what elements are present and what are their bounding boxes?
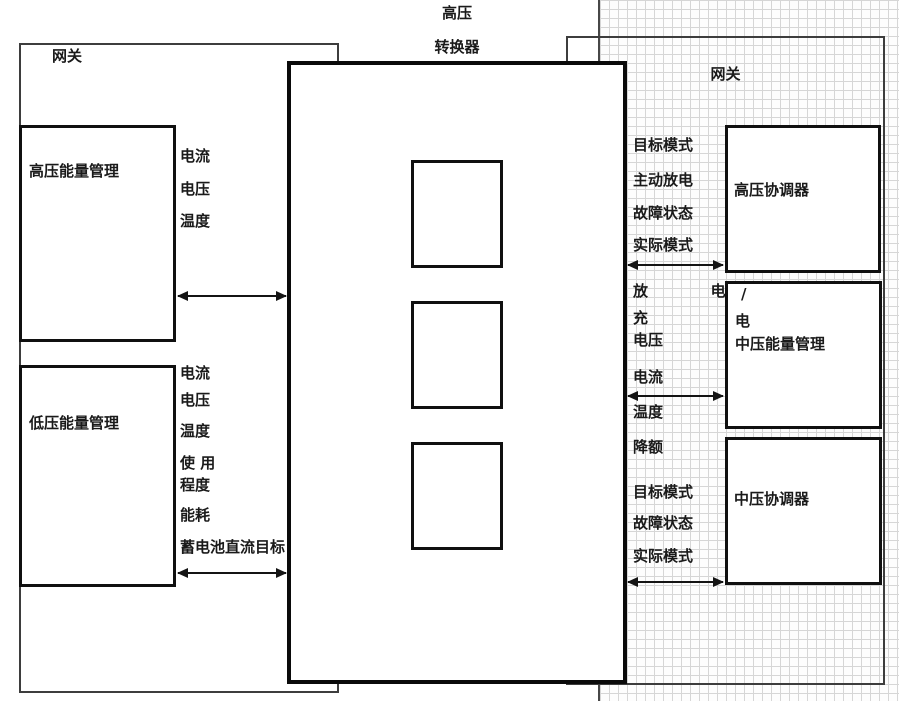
hv-energy-management-box: 高压能量管理 [19,125,176,342]
mv-energy-management-line2: 电 [735,312,751,330]
signal-left2-voltage: 电压 [180,391,211,409]
right-gateway-label: 网关 [710,65,741,83]
hv-coordinator-box: 高压协调器 [725,125,881,273]
converter-title-line1: 高压 [441,4,472,22]
converter-title-line2: 转换器 [434,38,480,56]
mv-coordinator-box: 中压协调器 [725,437,882,585]
signal-left2-battery-dc-target: 蓄电池直流目标 [180,538,286,556]
signal-left-current: 电流 [180,147,211,165]
arrow-lv-energy-to-converter [177,568,287,578]
mv-coordinator-label: 中压协调器 [734,490,810,508]
signal-right-target-mode: 目标模式 [633,136,694,154]
arrow-converter-to-hv-coordinator [627,260,724,270]
signal-left2-current: 电流 [180,364,211,382]
signal-left-temperature: 温度 [180,212,211,230]
mv-energy-management-line1: / [741,285,747,303]
signal-right3-fault-status: 故障状态 [633,514,694,532]
signal-right2-voltage: 电压 [633,331,664,349]
signal-right2-discharge: 放 电 [633,282,726,300]
signal-right-active-discharge: 主动放电 [633,171,694,189]
arrow-hv-energy-to-converter [177,291,287,301]
lv-energy-management-box: 低压能量管理 [19,365,176,587]
signal-right2-current: 电流 [633,368,664,386]
left-gateway-label: 网关 [52,47,83,65]
signal-left2-temperature: 温度 [180,422,211,440]
arrow-converter-to-mv-coordinator [627,577,724,587]
signal-left2-degree: 程度 [180,476,211,494]
arrow-converter-to-mv-energy [627,391,724,401]
signal-left2-energy-use: 能耗 [180,506,211,524]
lv-energy-management-label: 低压能量管理 [29,414,120,432]
signal-left2-usage: 使 用 [180,454,216,472]
signal-right2-temperature: 温度 [633,403,664,421]
mv-energy-management-box: / 电 中压能量管理 [725,281,882,429]
converter-module-square-3 [411,442,503,550]
signal-right-actual-mode: 实际模式 [633,236,694,254]
signal-right3-target-mode: 目标模式 [633,483,694,501]
signal-left-voltage: 电压 [180,180,211,198]
converter-module-square-2 [411,301,503,409]
mv-energy-management-line3: 中压能量管理 [735,335,826,353]
signal-right-fault-status: 故障状态 [633,204,694,222]
signal-right2-charge: 充 [633,309,649,327]
hv-coordinator-label: 高压协调器 [734,181,810,199]
hv-energy-management-label: 高压能量管理 [29,162,120,180]
signal-right2-derating: 降额 [633,438,664,456]
converter-module-square-1 [411,160,503,268]
signal-right3-actual-mode: 实际模式 [633,547,694,565]
